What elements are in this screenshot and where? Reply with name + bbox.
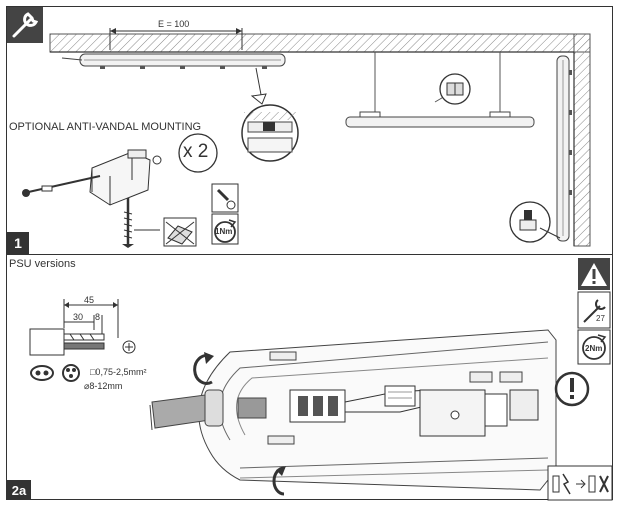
dim-total-label: 45: [84, 295, 95, 305]
torque-value: 1Nm: [215, 227, 233, 236]
step-2a-panel: [6, 254, 613, 500]
torque-icon-2: [577, 329, 611, 365]
torque-icon: [211, 213, 239, 245]
wrench-icon: [7, 7, 43, 43]
anti-vandal-bracket: [89, 149, 162, 206]
dimension-e: [109, 28, 243, 50]
zoom-detail-clip: [241, 104, 299, 162]
cable-section-icons: [30, 364, 80, 382]
rotate-close-arrow: [272, 466, 286, 496]
wall-luminaire: [556, 55, 572, 242]
zoom-detail-wall: [509, 201, 561, 243]
psu-versions-title: PSU versions: [9, 258, 76, 270]
wrench-size-label: 27: [596, 314, 605, 323]
disconnect-icon: [547, 465, 613, 501]
caution-icon: [554, 371, 590, 407]
long-screw: [22, 175, 101, 197]
wrench-size-icon: [577, 291, 611, 329]
quantity-label: x 2: [183, 141, 209, 162]
step-number-badge: 1: [7, 232, 29, 254]
ceiling-luminaire: [61, 53, 286, 69]
cable-diameter-label: ⌀8-12mm: [84, 381, 123, 391]
mounting-screw: [122, 198, 134, 248]
wire-section-label: □0,75-2,5mm²: [90, 367, 147, 377]
warning-icon: [578, 258, 610, 290]
luminaire-interior: [149, 329, 557, 491]
cable-strip-dimensions: [29, 299, 136, 356]
zoom-detail-connector: [439, 73, 471, 105]
screwdriver-icon: [211, 183, 239, 213]
step-number-badge-2a: 2a: [7, 480, 31, 500]
anti-vandal-title: OPTIONAL ANTI-VANDAL MOUNTING: [9, 121, 202, 133]
dim-a-label: 30: [73, 312, 84, 322]
dimension-label: E = 100: [158, 19, 190, 29]
wall: [573, 33, 591, 247]
box-icon: [163, 217, 197, 247]
quantity-circle: [178, 133, 218, 173]
torque-value-2: 2Nm: [585, 344, 603, 353]
dim-b-label: 8: [95, 312, 101, 322]
rotate-open-arrow: [193, 352, 214, 385]
ceiling: [49, 33, 591, 53]
suspended-luminaire: [345, 111, 535, 128]
